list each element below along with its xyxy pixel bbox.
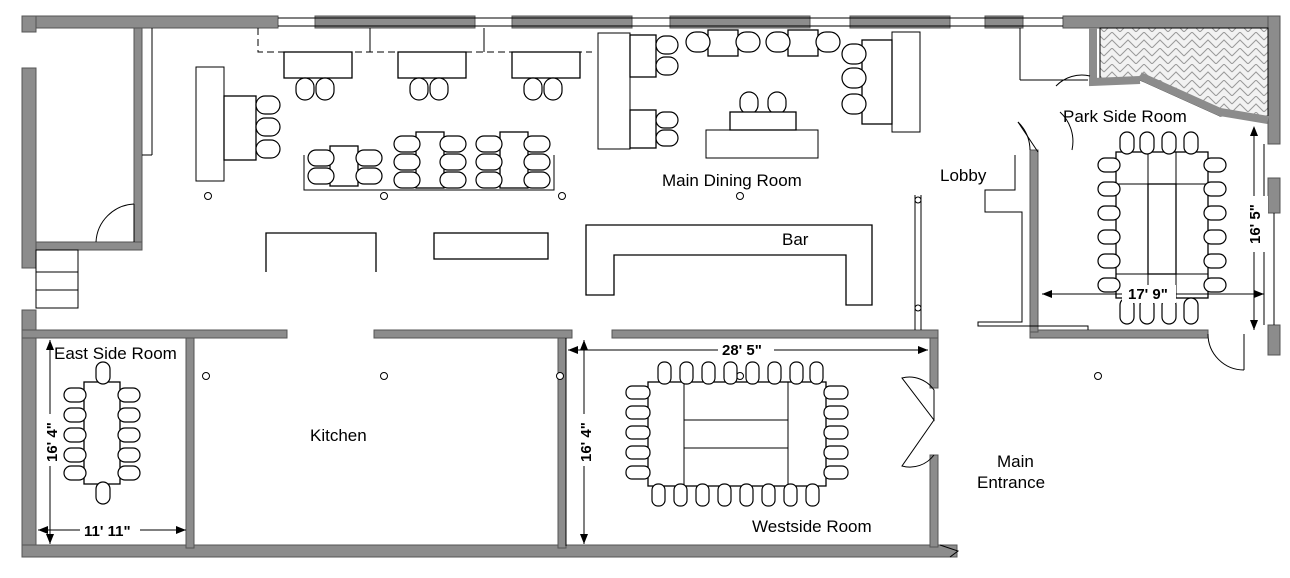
- interior-walls: [21, 27, 1269, 549]
- main-dining-furniture: [195, 28, 921, 306]
- dimension-labels: 16' 5" 17' 9" 28' 5" 16' 4" 16' 4" 11' 1…: [40, 196, 1268, 540]
- label-main-entrance-line1: Main: [997, 452, 1034, 471]
- dim-east-side-width: 11' 11": [84, 523, 131, 540]
- exterior-walls: [21, 15, 1281, 558]
- dim-park-side-width: 17' 9": [1128, 286, 1168, 303]
- dim-park-side-height: 16' 5": [1247, 204, 1264, 244]
- label-lobby: Lobby: [940, 166, 987, 185]
- label-kitchen: Kitchen: [310, 426, 367, 445]
- park-side-room-table: [1097, 131, 1227, 325]
- label-main-dining-room: Main Dining Room: [662, 171, 802, 190]
- doors: [95, 74, 1245, 468]
- dim-westside-width: 28' 5": [722, 342, 762, 359]
- label-park-side-room: Park Side Room: [1063, 107, 1187, 126]
- label-bar: Bar: [782, 230, 809, 249]
- label-east-side-room: East Side Room: [54, 344, 177, 363]
- westside-room-table: [625, 361, 849, 507]
- columns: [202, 192, 1102, 380]
- room-labels: Main Dining Room Lobby Park Side Room Ba…: [54, 107, 1187, 536]
- dim-westside-height: 16' 4": [578, 422, 595, 462]
- east-side-room-table: [63, 361, 141, 505]
- dim-east-side-height: 16' 4": [44, 422, 61, 462]
- label-westside-room: Westside Room: [752, 517, 872, 536]
- label-main-entrance-line2: Entrance: [977, 473, 1045, 492]
